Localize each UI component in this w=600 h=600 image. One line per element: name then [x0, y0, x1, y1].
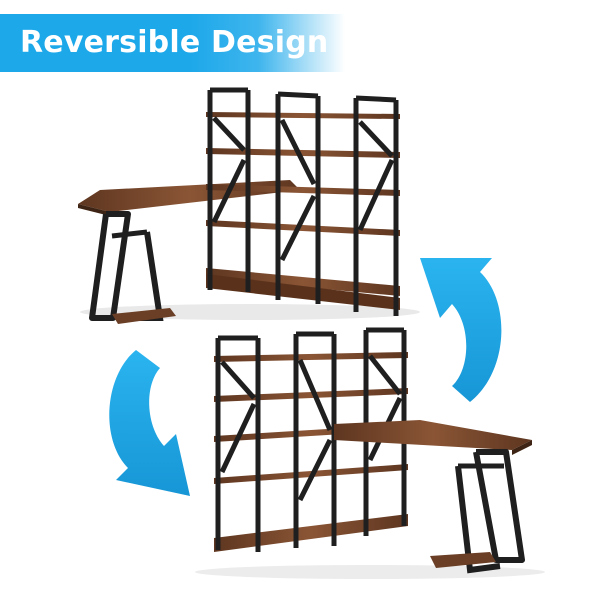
desk-top-right [334, 420, 532, 450]
desk-leg-right [473, 449, 525, 563]
banner-title: Reversible Design [20, 25, 329, 60]
title-banner: Reversible Design [0, 14, 345, 72]
footrest-right [430, 552, 496, 568]
footrest [112, 308, 176, 324]
desk-configuration-right [195, 327, 545, 579]
desk-leg [89, 211, 131, 321]
bookshelf-top [206, 87, 400, 316]
desk-configuration-left [78, 87, 420, 324]
desk-top [78, 180, 300, 212]
curved-arrow-up-icon [420, 258, 502, 402]
curved-arrow-down-icon [109, 350, 190, 496]
